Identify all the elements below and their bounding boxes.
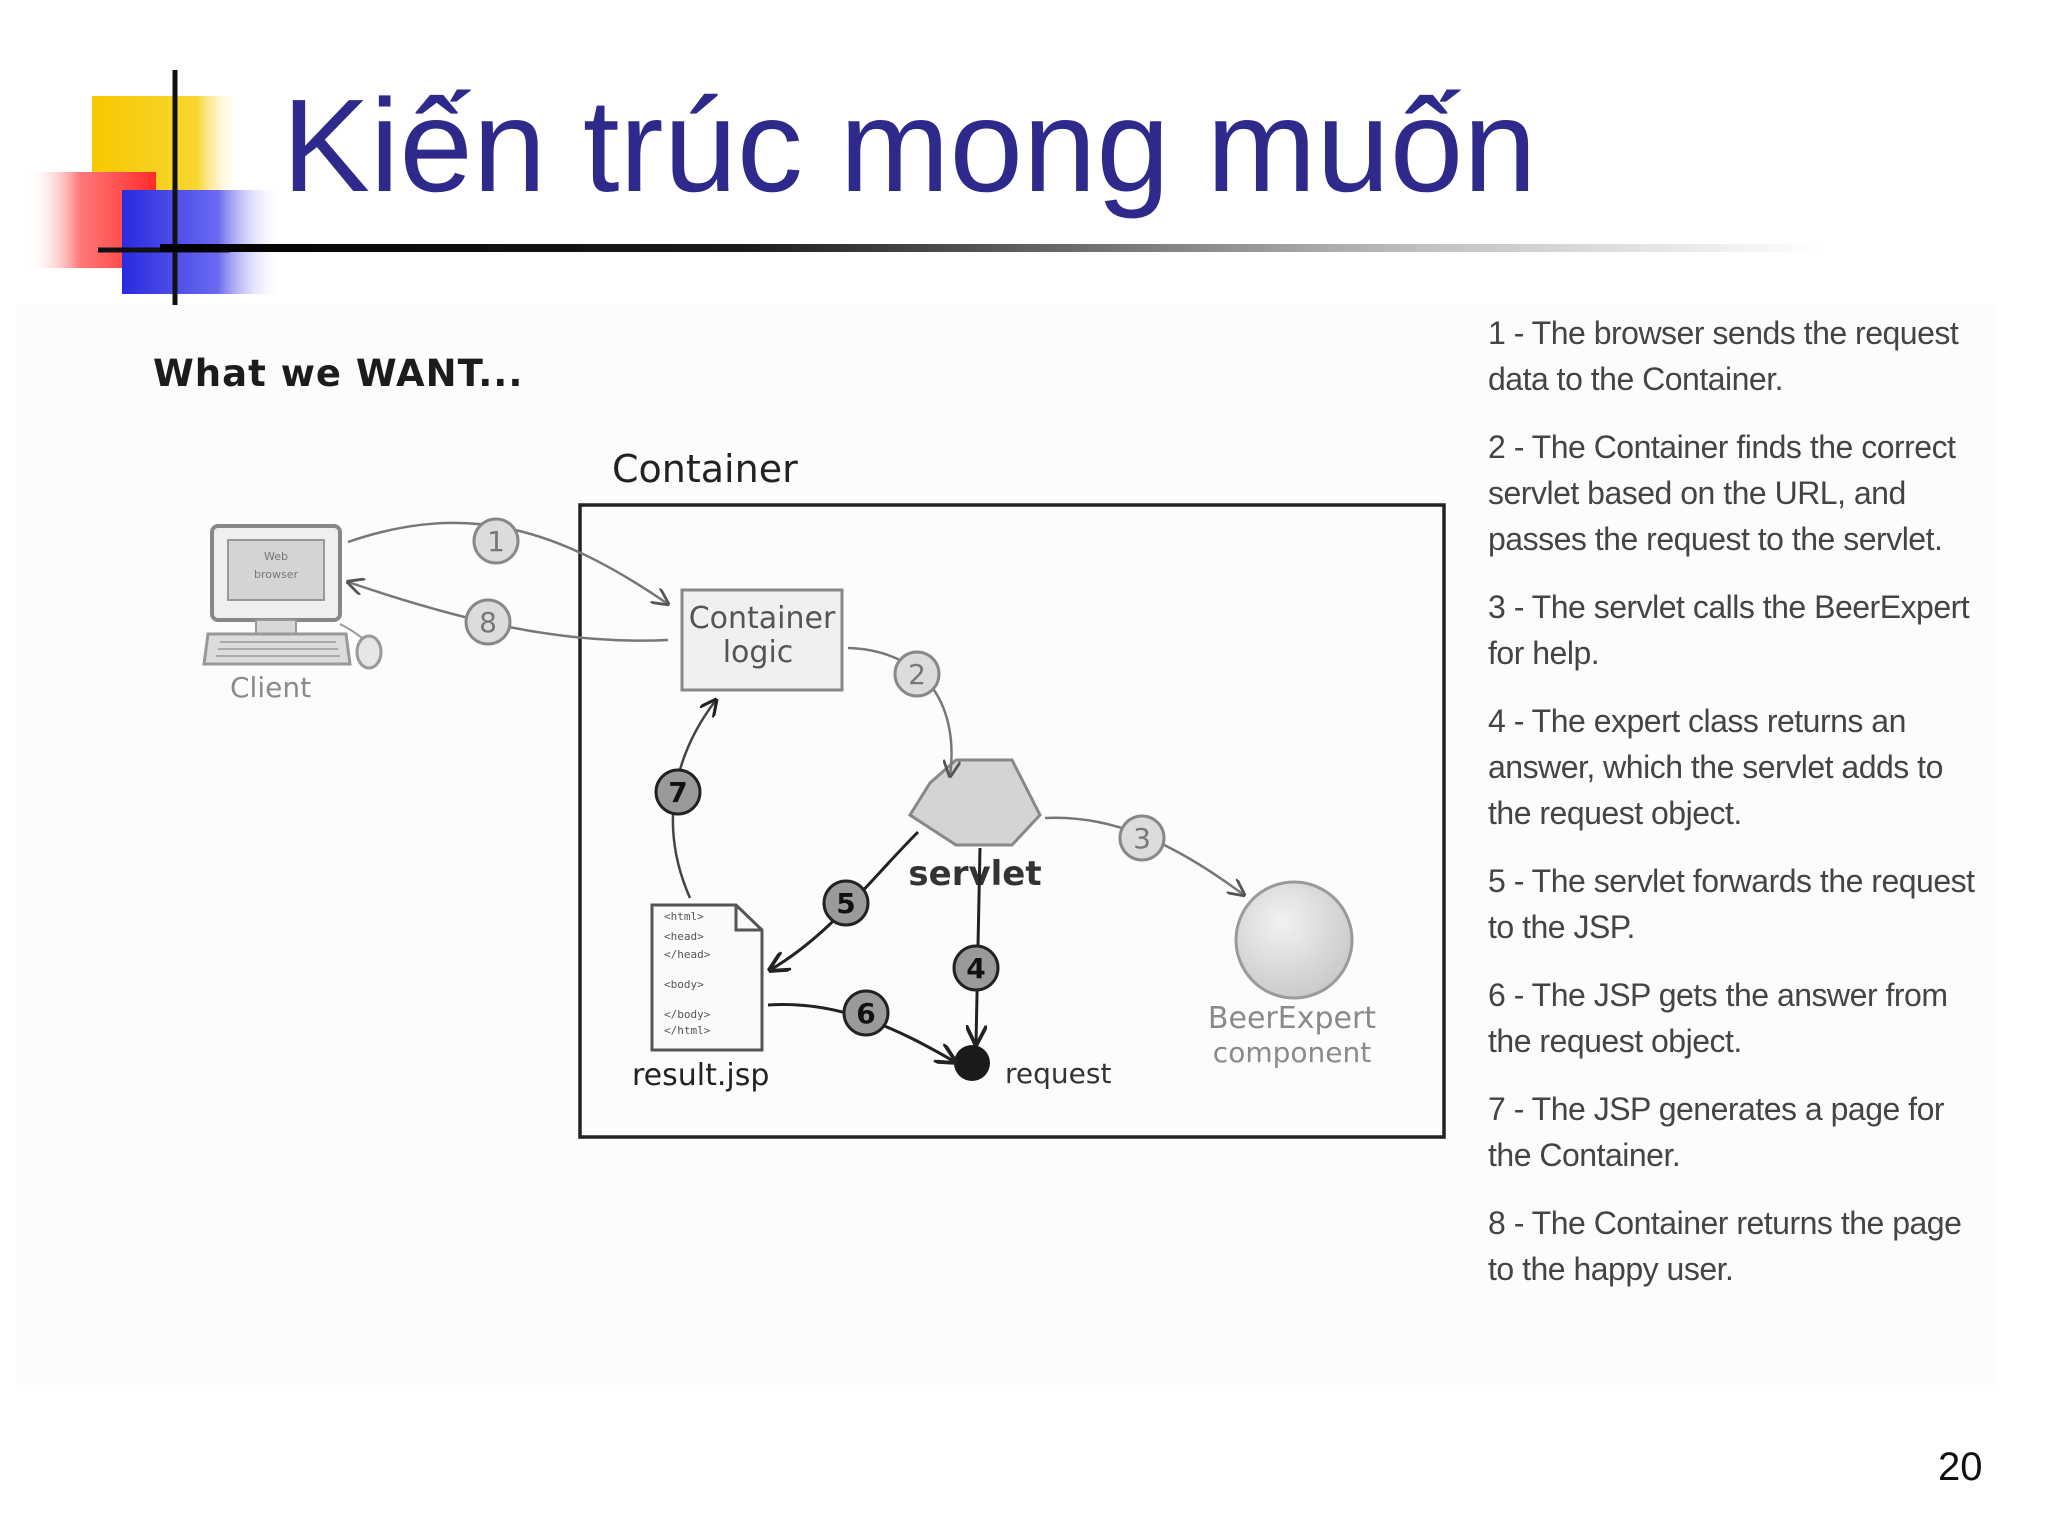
jsp-label: result.jsp <box>632 1058 769 1093</box>
step-badge-label: 4 <box>966 952 985 985</box>
title-divider <box>160 244 1820 252</box>
step-item: 6 - The JSP gets the answer from the req… <box>1488 977 1948 1059</box>
browser-screen-line1: Web <box>264 550 288 563</box>
step-badge-label: 8 <box>479 606 497 639</box>
request-label: request <box>1005 1057 1111 1090</box>
step-badge-6 <box>842 989 890 1037</box>
slide-title: Kiến trúc mong muốn <box>282 72 1537 219</box>
steps-list: 1 - The browser sends the request data t… <box>1488 310 1988 1314</box>
page-number: 20 <box>1938 1445 1983 1489</box>
jsp-code-line: </html> <box>664 1024 711 1037</box>
step-badge-label: 1 <box>487 525 505 558</box>
container-label: Container <box>612 447 798 491</box>
slide-logo <box>28 70 282 306</box>
step-item: 2 - The Container finds the correct serv… <box>1488 429 1956 557</box>
container-logic-line2: logic <box>723 635 794 670</box>
jsp-code-line: <head> <box>664 930 704 943</box>
step-badge-4 <box>952 944 1000 992</box>
step-item: 3 - The servlet calls the BeerExpert for… <box>1488 589 1970 671</box>
jsp-code-line: <body> <box>664 978 704 991</box>
step-badge-3 <box>1118 814 1166 862</box>
step-item: 8 - The Container returns the page to th… <box>1488 1205 1962 1287</box>
step-badge-5 <box>822 879 870 927</box>
step-item: 5 - The servlet forwards the request to … <box>1488 863 1975 945</box>
browser-screen-line2: browser <box>254 568 298 581</box>
step-item: 7 - The JSP generates a page for the Con… <box>1488 1091 1945 1173</box>
step-badge-2 <box>893 650 941 698</box>
container-logic-line1: Container <box>689 601 836 636</box>
step-badge-label: 7 <box>668 776 687 809</box>
step-badge-7 <box>654 768 702 816</box>
step-badge-label: 2 <box>908 658 926 691</box>
client-label: Client <box>230 671 311 704</box>
logo-blue-square <box>122 190 282 294</box>
step-badge-1 <box>472 517 520 565</box>
step-badge-8 <box>464 598 512 646</box>
servlet-shape <box>907 758 1042 847</box>
figure-heading: What we WANT... <box>153 352 524 395</box>
jsp-code-line: </head> <box>664 948 711 961</box>
step-badge-label: 3 <box>1133 822 1151 855</box>
beerexpert-line1: BeerExpert <box>1208 1001 1376 1036</box>
container-box <box>578 503 1446 1139</box>
beerexpert-line2: component <box>1213 1036 1371 1069</box>
step-badge-label: 5 <box>836 887 855 920</box>
step-badge-label: 6 <box>856 997 875 1030</box>
jsp-code-line: </body> <box>664 1008 711 1021</box>
step-item: 1 - The browser sends the request data t… <box>1488 315 1959 397</box>
step-badges: 1 2 3 4 5 6 7 8 <box>464 517 1166 1037</box>
client-computer-icon: Web browser <box>202 524 383 670</box>
beerexpert-component <box>1234 880 1354 1000</box>
container-logic-box <box>680 588 844 692</box>
servlet-label: servlet <box>908 854 1041 894</box>
jsp-code-line: <html> <box>664 910 704 923</box>
jsp-document-icon <box>650 903 764 1052</box>
request-object <box>954 1045 990 1081</box>
jsp-code-lines: <html> <head> </head> <body> </body> </html> <box>664 910 711 1037</box>
step-item: 4 - The expert class returns an answer, … <box>1488 703 1943 831</box>
